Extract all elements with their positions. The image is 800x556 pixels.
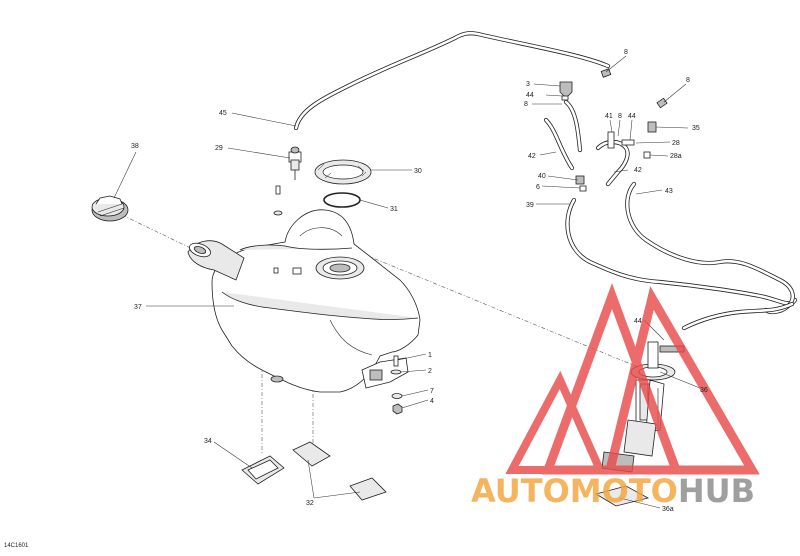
callout-3: 3 [526,81,530,88]
callout-42-right: 42 [634,167,642,174]
elbow-fitting-3 [559,81,573,101]
diagram-code: 14C1601 [4,543,29,549]
watermark-logo: AUTOMOTOHUB [471,282,760,510]
leader-lines [113,55,701,509]
watermark-triangle-left [505,370,607,474]
callout-28: 28 [672,140,680,147]
callout-31: 31 [390,206,398,213]
callout-7: 7 [430,388,434,395]
strainer-36a [594,485,650,507]
pad-32-upper [292,441,331,467]
watermark-text: AUTOMOTOHUB [471,472,755,510]
callout-44-pump: 44 [634,318,642,325]
callout-35: 35 [692,125,700,132]
watermark-part-hub: HUB [678,472,755,510]
clamp-8-right [656,97,668,109]
rollover-valve-29 [288,146,302,180]
fitting-40-6 [575,175,587,192]
callout-4: 4 [430,398,434,405]
callout-43: 43 [665,188,673,195]
assembly-axis-line [121,214,206,256]
hose-42-right [595,139,630,187]
pump-feed-hose [681,301,795,331]
screw-fitting [273,185,283,216]
callout-8-left: 8 [524,101,528,108]
watermark-part-moto: MOTO [570,472,678,510]
clamp-8-top [600,68,612,78]
pad-34 [241,455,285,485]
callout-1: 1 [428,352,432,359]
fuel-tank-37 [187,209,421,393]
callout-34: 34 [204,438,212,445]
callout-28a: 28a [670,153,682,160]
callout-40: 40 [538,173,546,180]
callout-39: 39 [526,202,534,209]
watermark-triangle-inner [604,286,760,475]
callout-30: 30 [414,168,422,175]
lock-ring-30 [314,159,372,185]
callout-36: 36 [700,387,708,394]
callout-38: 38 [131,143,139,150]
callout-2: 2 [428,368,432,375]
hardware-stack [390,355,403,415]
return-hose-39 [565,197,798,306]
pad-32-lower [349,477,387,501]
callout-8-right: 8 [686,77,690,84]
fuel-cap-38 [91,195,129,222]
connector-35 [647,121,657,133]
callout-36a: 36a [662,506,674,513]
callouts: 38 29 45 30 31 37 34 32 1 2 7 4 3 44 8 8… [4,49,708,549]
callout-45: 45 [219,110,227,117]
callout-29: 29 [215,145,223,152]
callout-8-top: 8 [624,49,628,56]
vent-line-45 [293,31,611,131]
callout-42-left: 42 [528,153,536,160]
callout-44-mid: 44 [628,113,636,120]
seal-ring-31 [323,192,361,208]
callout-8-mid: 8 [618,113,622,120]
callout-32: 32 [306,500,314,507]
callout-44-top: 44 [526,92,534,99]
callout-37: 37 [134,304,142,311]
callout-41: 41 [605,113,613,120]
callout-6: 6 [536,184,540,191]
watermark-part-auto: AUTO [471,472,570,510]
hose-upper-connector [563,99,583,153]
hose-42-left [543,117,575,171]
